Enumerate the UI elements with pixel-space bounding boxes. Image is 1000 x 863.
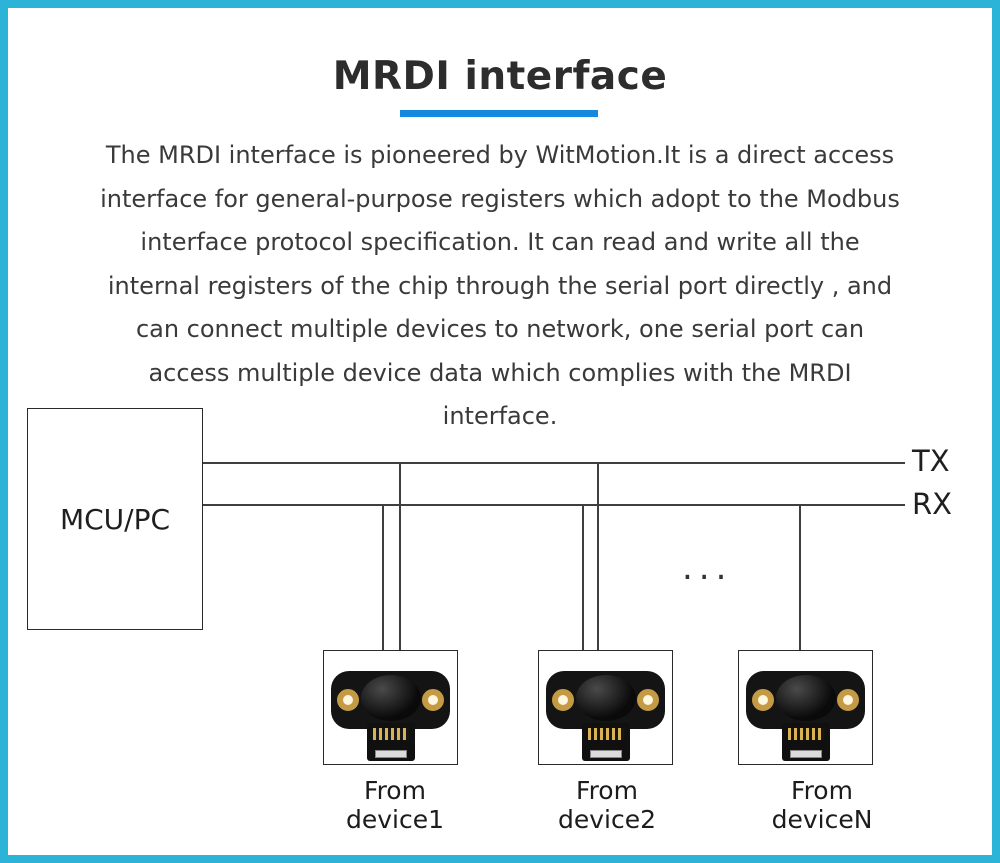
description-paragraph: The MRDI interface is pioneered by WitMo… xyxy=(18,134,982,439)
device-caption-line: device1 xyxy=(345,805,445,834)
device1-image-box xyxy=(323,650,458,765)
sensor-connector-lip xyxy=(374,750,407,758)
sensor-connector xyxy=(366,723,415,761)
description-line: interface for general-purpose registers … xyxy=(100,184,900,213)
rx-label: RX xyxy=(912,487,953,521)
sensor-connector xyxy=(581,723,630,761)
description-line: access multiple device data which compli… xyxy=(148,358,852,387)
sensor-mounting-hole-left xyxy=(552,689,574,711)
more-devices-ellipsis: ... xyxy=(682,548,733,588)
device-caption-line: From xyxy=(364,776,426,805)
device-caption-line: deviceN xyxy=(771,805,873,834)
sensor-connector xyxy=(781,723,830,761)
sensor-connector-lip xyxy=(789,750,822,758)
rx-bus-wire xyxy=(203,504,905,506)
sensor-module-image xyxy=(546,671,665,761)
device-caption-line: From xyxy=(576,776,638,805)
sensor-connector-pins xyxy=(372,728,409,740)
device2-rx-drop-wire xyxy=(582,504,584,650)
description-line: internal registers of the chip through t… xyxy=(107,271,893,300)
device1-tx-drop-wire xyxy=(399,462,401,650)
sensor-mounting-hole-right xyxy=(837,689,859,711)
description-line: The MRDI interface is pioneered by WitMo… xyxy=(105,141,895,169)
tx-label: TX xyxy=(912,444,950,478)
device2-caption: From device2 xyxy=(527,776,687,834)
sensor-connector-pins xyxy=(787,728,824,740)
sensor-connector-pins xyxy=(587,728,624,740)
tx-bus-wire xyxy=(203,462,905,464)
mcu-pc-label: MCU/PC xyxy=(59,502,171,536)
device1-rx-drop-wire xyxy=(382,504,384,650)
sensor-top-oval xyxy=(775,675,836,721)
sensor-mounting-hole-right xyxy=(422,689,444,711)
deviceN-caption: From deviceN xyxy=(742,776,902,834)
deviceN-image-box xyxy=(738,650,873,765)
device-caption-line: device2 xyxy=(557,805,657,834)
title-underline xyxy=(400,110,598,117)
description-line: can connect multiple devices to network,… xyxy=(135,315,865,343)
sensor-module-image xyxy=(746,671,865,761)
sensor-mounting-hole-right xyxy=(637,689,659,711)
device1-caption: From device1 xyxy=(315,776,475,834)
device-caption-line: From xyxy=(791,776,853,805)
device2-image-box xyxy=(538,650,673,765)
mcu-pc-box: MCU/PC xyxy=(27,408,203,630)
page-title: MRDI interface xyxy=(332,54,668,99)
description-line: interface protocol specification. It can… xyxy=(140,228,860,256)
description-line: interface. xyxy=(442,402,558,430)
sensor-top-oval xyxy=(360,675,421,721)
sensor-mounting-hole-left xyxy=(337,689,359,711)
deviceN-drop-wire xyxy=(799,504,801,650)
device2-tx-drop-wire xyxy=(597,462,599,650)
sensor-mounting-hole-left xyxy=(752,689,774,711)
sensor-module-image xyxy=(331,671,450,761)
sensor-top-oval xyxy=(575,675,636,721)
sensor-connector-lip xyxy=(589,750,622,758)
